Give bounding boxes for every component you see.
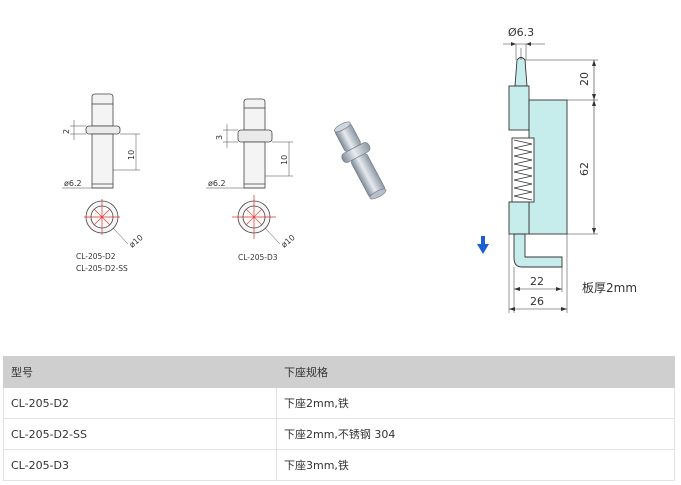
drawing-cl-205-d2: [62, 93, 140, 245]
dim-length-d2: 10: [127, 150, 136, 160]
table-row: CL-205-D3 下座3mm,铁: [3, 449, 675, 481]
cell-spec: 下座2mm,铁: [276, 387, 675, 419]
spec-table: 型号 下座规格 CL-205-D2 下座2mm,铁 CL-205-D2-SS 下…: [3, 356, 675, 481]
cell-model: CL-205-D2: [3, 387, 277, 419]
assembly-labels: Ø6.3 20 62 22 26 板厚2mm: [508, 26, 637, 308]
table-header-row: 型号 下座规格: [3, 356, 675, 388]
cell-model: CL-205-D3: [3, 449, 277, 481]
dim-head-d3: ø10: [280, 233, 297, 250]
header-spec: 下座规格: [276, 356, 675, 388]
dim-top-length: 20: [578, 72, 591, 86]
table-row: CL-205-D2 下座2mm,铁: [3, 387, 675, 419]
arrow-down-icon: [477, 236, 489, 254]
assembly-drawing: [503, 42, 598, 313]
dim-total-width: 26: [530, 295, 544, 308]
product-photo-pin: [333, 121, 387, 200]
plate-thickness-note: 板厚2mm: [582, 281, 637, 295]
product-figure: 2 10 ø6.2 ø10 CL-205-D2 CL-205-D2-SS 3 1…: [62, 26, 637, 313]
dim-collar-d2: 2: [62, 129, 71, 134]
cell-spec: 下座3mm,铁: [276, 449, 675, 481]
cell-spec: 下座2mm,不锈钢 304: [276, 418, 675, 450]
drawing-cl-205-d3: [206, 98, 293, 245]
dim-hook-width: 22: [530, 275, 544, 288]
dim-collar-d3: 3: [215, 135, 224, 140]
dim-dia-d2: ø6.2: [64, 179, 82, 188]
code-cl-205-d2-ss: CL-205-D2-SS: [76, 264, 128, 273]
dim-dia-d3: ø6.2: [208, 179, 226, 188]
dim-pin-dia: Ø6.3: [508, 26, 534, 39]
dim-length-d3: 10: [280, 155, 289, 165]
dim-head-d2: ø10: [128, 233, 145, 250]
header-model: 型号: [3, 356, 277, 388]
code-cl-205-d2: CL-205-D2: [76, 252, 116, 261]
dim-body-length: 62: [578, 162, 591, 176]
code-cl-205-d3: CL-205-D3: [238, 253, 278, 262]
cell-model: CL-205-D2-SS: [3, 418, 277, 450]
table-row: CL-205-D2-SS 下座2mm,不锈钢 304: [3, 418, 675, 450]
